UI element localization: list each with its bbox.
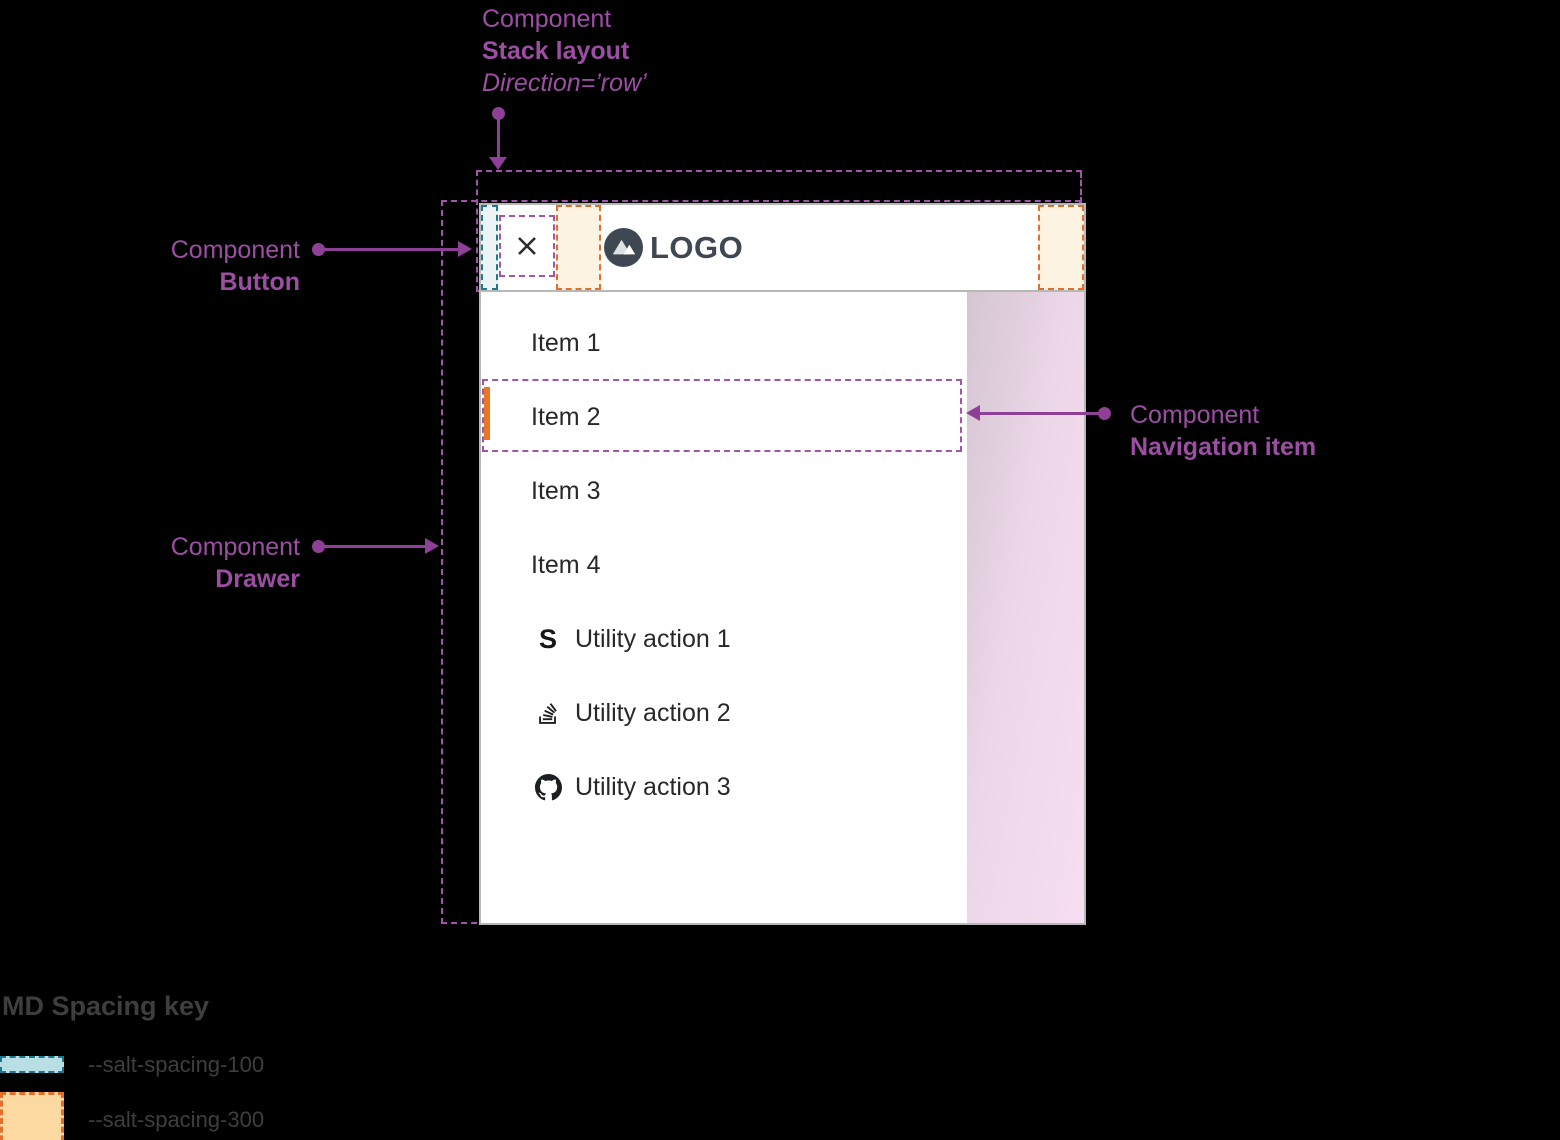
annotation-drawer: Component Drawer: [160, 531, 300, 595]
active-indicator: [484, 387, 490, 440]
annotation-component-name: Stack layout: [482, 37, 630, 65]
annotation-line: [978, 412, 1104, 415]
legend-token: --salt-spacing-300: [88, 1107, 265, 1132]
arrow-down-icon: [489, 157, 507, 170]
annotation-kicker: Component: [1130, 401, 1260, 429]
spacing-300-swatch: [0, 1092, 64, 1140]
annotation-line: [322, 248, 459, 251]
stack-layout-bounds-right-edge: [1080, 172, 1082, 203]
annotation-button: Component Button: [160, 234, 300, 298]
logo: LOGO: [604, 205, 743, 290]
annotation-navigation-item: Component Navigation item: [1130, 399, 1316, 463]
utility-action-label: Utility action 1: [575, 624, 731, 653]
arrow-right-icon: [425, 538, 439, 554]
utility-action-3[interactable]: Utility action 3: [481, 750, 967, 824]
annotation-component-name: Button: [219, 268, 300, 296]
annotation-component-name: Navigation item: [1130, 433, 1317, 461]
annotation-kicker: Component: [482, 5, 612, 33]
annotation-line: [497, 117, 500, 159]
logo-text: LOGO: [650, 229, 744, 265]
github-icon: [534, 773, 562, 801]
nav-item-label: Item 1: [531, 328, 601, 357]
legend-token: --salt-spacing-100: [88, 1052, 265, 1077]
spacing-300-strip-right: [1038, 205, 1084, 290]
drawer-body: Item 1 Item 2 Item 3 Item 4 S Utility ac…: [481, 292, 1084, 923]
navigation-list: Item 1 Item 2 Item 3 Item 4 S Utility ac…: [481, 292, 967, 923]
nav-item-label: Item 3: [531, 476, 601, 505]
nav-item-1[interactable]: Item 1: [481, 306, 967, 380]
utility-action-label: Utility action 3: [575, 772, 731, 801]
mountain-logo-icon: [604, 228, 643, 267]
nav-item-label: Item 4: [531, 550, 601, 579]
annotation-dot: [312, 540, 325, 553]
annotation-dot: [492, 107, 505, 120]
utility-action-label: Utility action 2: [575, 698, 731, 727]
annotation-kicker: Component: [170, 236, 300, 264]
arrow-right-icon: [458, 241, 472, 257]
annotation-dot: [1098, 407, 1111, 420]
legend-title: MD Spacing key: [2, 991, 210, 1021]
nav-item-2[interactable]: Item 2: [481, 380, 967, 454]
spacing-100-swatch: [0, 1056, 64, 1073]
close-icon: [518, 237, 536, 255]
spacing-300-strip-left: [556, 205, 601, 290]
drawer-header: LOGO: [481, 205, 1084, 292]
annotation-component-name: Drawer: [215, 565, 300, 593]
app-window: LOGO Item 1 Item 2 Item 3 Item 4: [479, 203, 1086, 925]
annotation-prop-detail: Direction=’row’: [482, 69, 647, 97]
nav-item-label: Item 2: [531, 402, 601, 431]
annotation-dot: [312, 243, 325, 256]
content-scrim: [967, 292, 1084, 923]
close-button[interactable]: [499, 215, 555, 277]
nav-item-4[interactable]: Item 4: [481, 528, 967, 602]
navigation-item-bounds: [482, 379, 962, 452]
annotation-stack-layout: Component Stack layout Direction=’row’: [482, 3, 647, 99]
annotation-kicker: Component: [170, 533, 300, 561]
utility-action-2[interactable]: Utility action 2: [481, 676, 967, 750]
arrow-left-icon: [966, 405, 980, 421]
utility-action-1[interactable]: S Utility action 1: [481, 602, 967, 676]
annotation-line: [322, 545, 427, 548]
spacing-100-strip: [481, 205, 498, 290]
stackoverflow-icon: [534, 701, 562, 726]
nav-item-3[interactable]: Item 3: [481, 454, 967, 528]
symphony-icon: S: [538, 623, 557, 654]
